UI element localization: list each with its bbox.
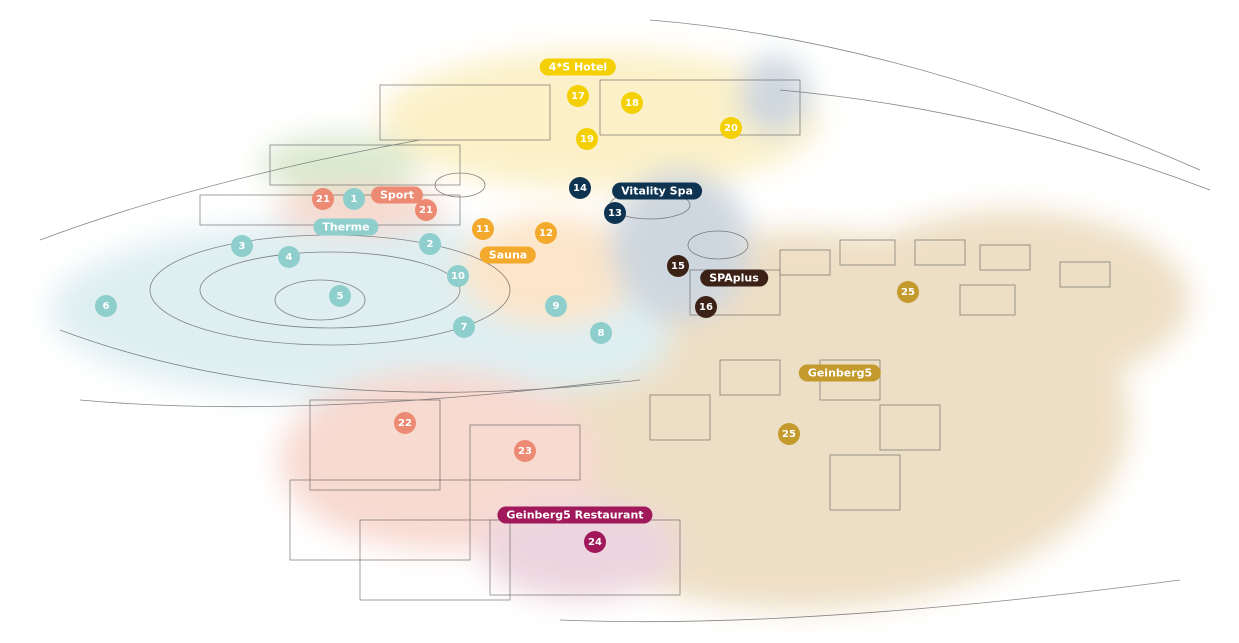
marker-3[interactable]: 3 xyxy=(231,235,253,257)
marker-10[interactable]: 10 xyxy=(447,265,469,287)
marker-15[interactable]: 15 xyxy=(667,255,689,277)
marker-19[interactable]: 19 xyxy=(576,128,598,150)
marker-17[interactable]: 17 xyxy=(567,85,589,107)
marker-21[interactable]: 21 xyxy=(415,199,437,221)
marker-12[interactable]: 12 xyxy=(535,222,557,244)
marker-14[interactable]: 14 xyxy=(569,177,591,199)
marker-1[interactable]: 1 xyxy=(343,188,365,210)
marker-7[interactable]: 7 xyxy=(453,316,475,338)
marker-2[interactable]: 2 xyxy=(419,233,441,255)
marker-20[interactable]: 20 xyxy=(720,117,742,139)
label-sport[interactable]: Sport xyxy=(370,186,424,204)
marker-18[interactable]: 18 xyxy=(621,92,643,114)
marker-8[interactable]: 8 xyxy=(590,322,612,344)
marker-5[interactable]: 5 xyxy=(329,285,351,307)
marker-13[interactable]: 13 xyxy=(604,202,626,224)
marker-23[interactable]: 23 xyxy=(514,440,536,462)
marker-25[interactable]: 25 xyxy=(897,281,919,303)
label-therme[interactable]: Therme xyxy=(313,218,379,236)
label-spaplus[interactable]: SPAplus xyxy=(700,269,768,287)
label-sauna[interactable]: Sauna xyxy=(479,246,537,264)
marker-11[interactable]: 11 xyxy=(472,218,494,240)
label-geinberg5[interactable]: Geinberg5 xyxy=(798,364,882,382)
marker-21[interactable]: 21 xyxy=(312,188,334,210)
label-4s-hotel[interactable]: 4*S Hotel xyxy=(539,58,617,76)
marker-9[interactable]: 9 xyxy=(545,295,567,317)
marker-22[interactable]: 22 xyxy=(394,412,416,434)
label-geinberg5-restaurant[interactable]: Geinberg5 Restaurant xyxy=(497,506,653,524)
marker-24[interactable]: 24 xyxy=(584,531,606,553)
label-vitality-spa[interactable]: Vitality Spa xyxy=(612,182,702,200)
marker-6[interactable]: 6 xyxy=(95,295,117,317)
marker-4[interactable]: 4 xyxy=(278,246,300,268)
marker-16[interactable]: 16 xyxy=(695,296,717,318)
marker-25[interactable]: 25 xyxy=(778,423,800,445)
